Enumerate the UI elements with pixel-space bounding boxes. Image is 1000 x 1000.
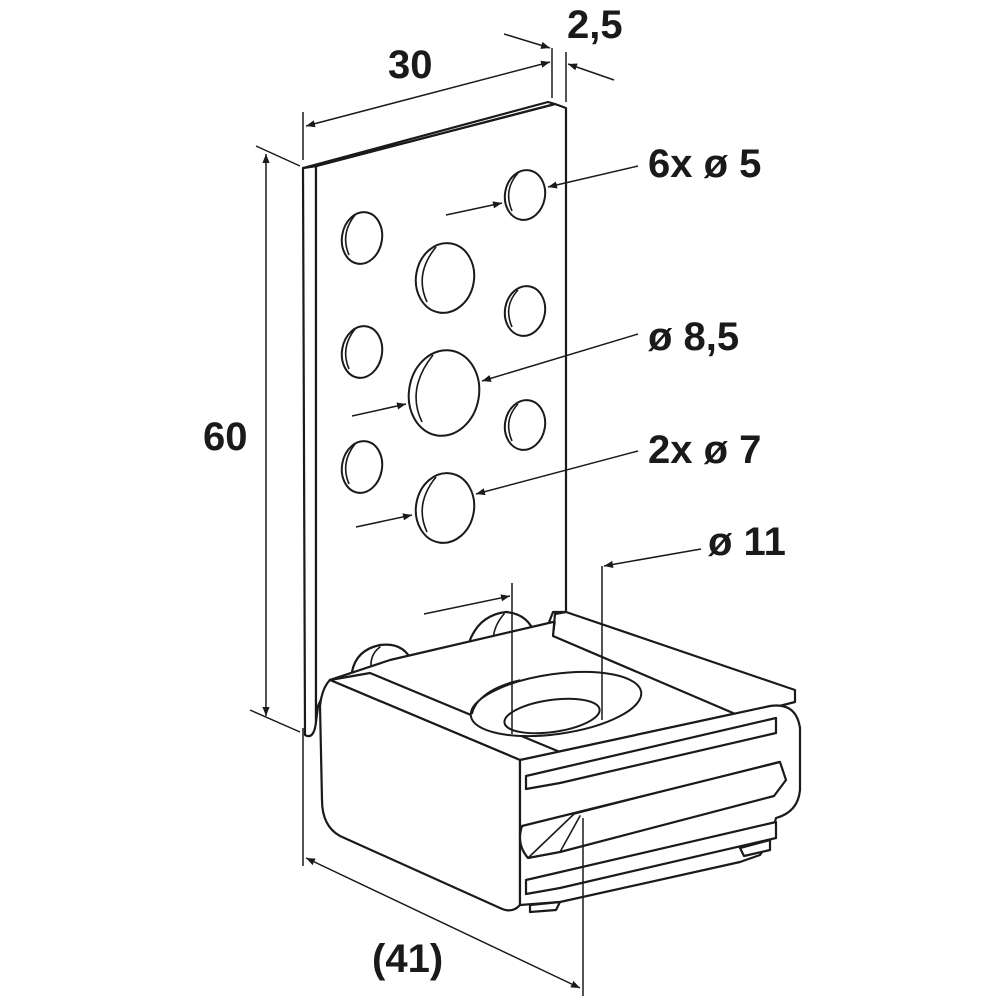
medium-hole-icon [414, 472, 476, 544]
small-hole-icon [340, 211, 384, 265]
small-hole-icon [340, 325, 384, 379]
base-hole-icon [469, 670, 643, 738]
medium-holes-label: 2x ø 7 [648, 428, 761, 472]
small-hole-icon [503, 285, 547, 337]
width-label: 30 [388, 43, 433, 87]
small-hole-icon [503, 169, 547, 221]
medium-hole-icon [414, 242, 476, 314]
depth-label: (41) [372, 937, 443, 981]
height-label: 60 [203, 415, 248, 459]
thickness-label: 2,5 [567, 3, 623, 47]
plate-holes [340, 169, 547, 544]
small-hole-icon [503, 399, 547, 451]
base-block [318, 610, 802, 914]
center-hole-label: ø 8,5 [648, 315, 739, 359]
center-hole-icon [407, 349, 481, 437]
small-holes-label: 6x ø 5 [648, 142, 761, 186]
base-hole-label: ø 11 [708, 520, 786, 564]
dimension-lines [249, 33, 702, 996]
small-hole-icon [340, 440, 384, 494]
